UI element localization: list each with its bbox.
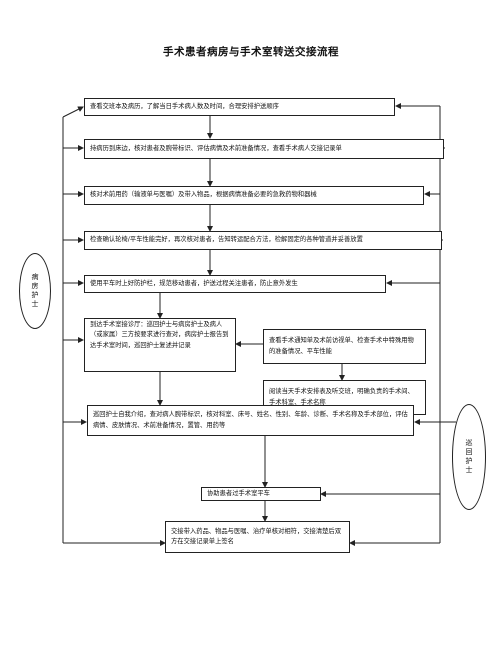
ward-nurse-oval: 病房护士 <box>19 253 51 329</box>
step-transport-equipment-check: 检查确认轮椅/平车性能完好，再次核对患者，告知转运配合方法，检解固定的各种管道并… <box>84 231 442 250</box>
arrow-left-1 <box>62 106 84 118</box>
step-arrival-three-party-check: 到达手术室接诊厅：巡回护士与病房护士及病人（或家属）三方按要求进行查对，病房护士… <box>84 318 236 372</box>
circulating-nurse-label: 巡回护士 <box>465 439 473 475</box>
step-transfer-to-or-gurney: 协助患者过手术室平车 <box>201 487 321 501</box>
step-check-handover-records: 查看交班本及病历，了解当日手术病人数及时间，合理安排护送顺序 <box>84 98 395 116</box>
step-bedside-verification: 持病历到床边，核对患者及腕带标识、评估病情及术前准备情况，查看手术病人交接记录单 <box>84 139 444 159</box>
step-handover-signing: 交接带入药品、物品与医嘱、治疗单核对相符，交接清楚后双方在交接记录单上签名 <box>165 521 350 553</box>
circulating-nurse-oval: 巡回护士 <box>452 404 486 510</box>
ward-nurse-label: 病房护士 <box>31 273 39 309</box>
diagram-title: 手术患者病房与手术室转送交接流程 <box>163 46 339 58</box>
step-safe-transport: 使用平车时上好防护栏，规范移动患者，护送过程关注患者，防止意外发生 <box>84 275 386 293</box>
step-circulating-nurse-verification: 巡回护士自我介绍，查对病人腕带标识，核对科室、床号、姓名、性别、年龄、诊断、手术… <box>87 405 414 436</box>
step-preop-medication-check: 核对术前用药（输液单与医嘱）及带入物品，根据病情准备必要的急救药物和器械 <box>84 186 424 205</box>
step-review-surgery-notice: 查看手术通知单及术前访视单、检查手术中特殊用物的准备情况、平车性能 <box>263 329 426 364</box>
